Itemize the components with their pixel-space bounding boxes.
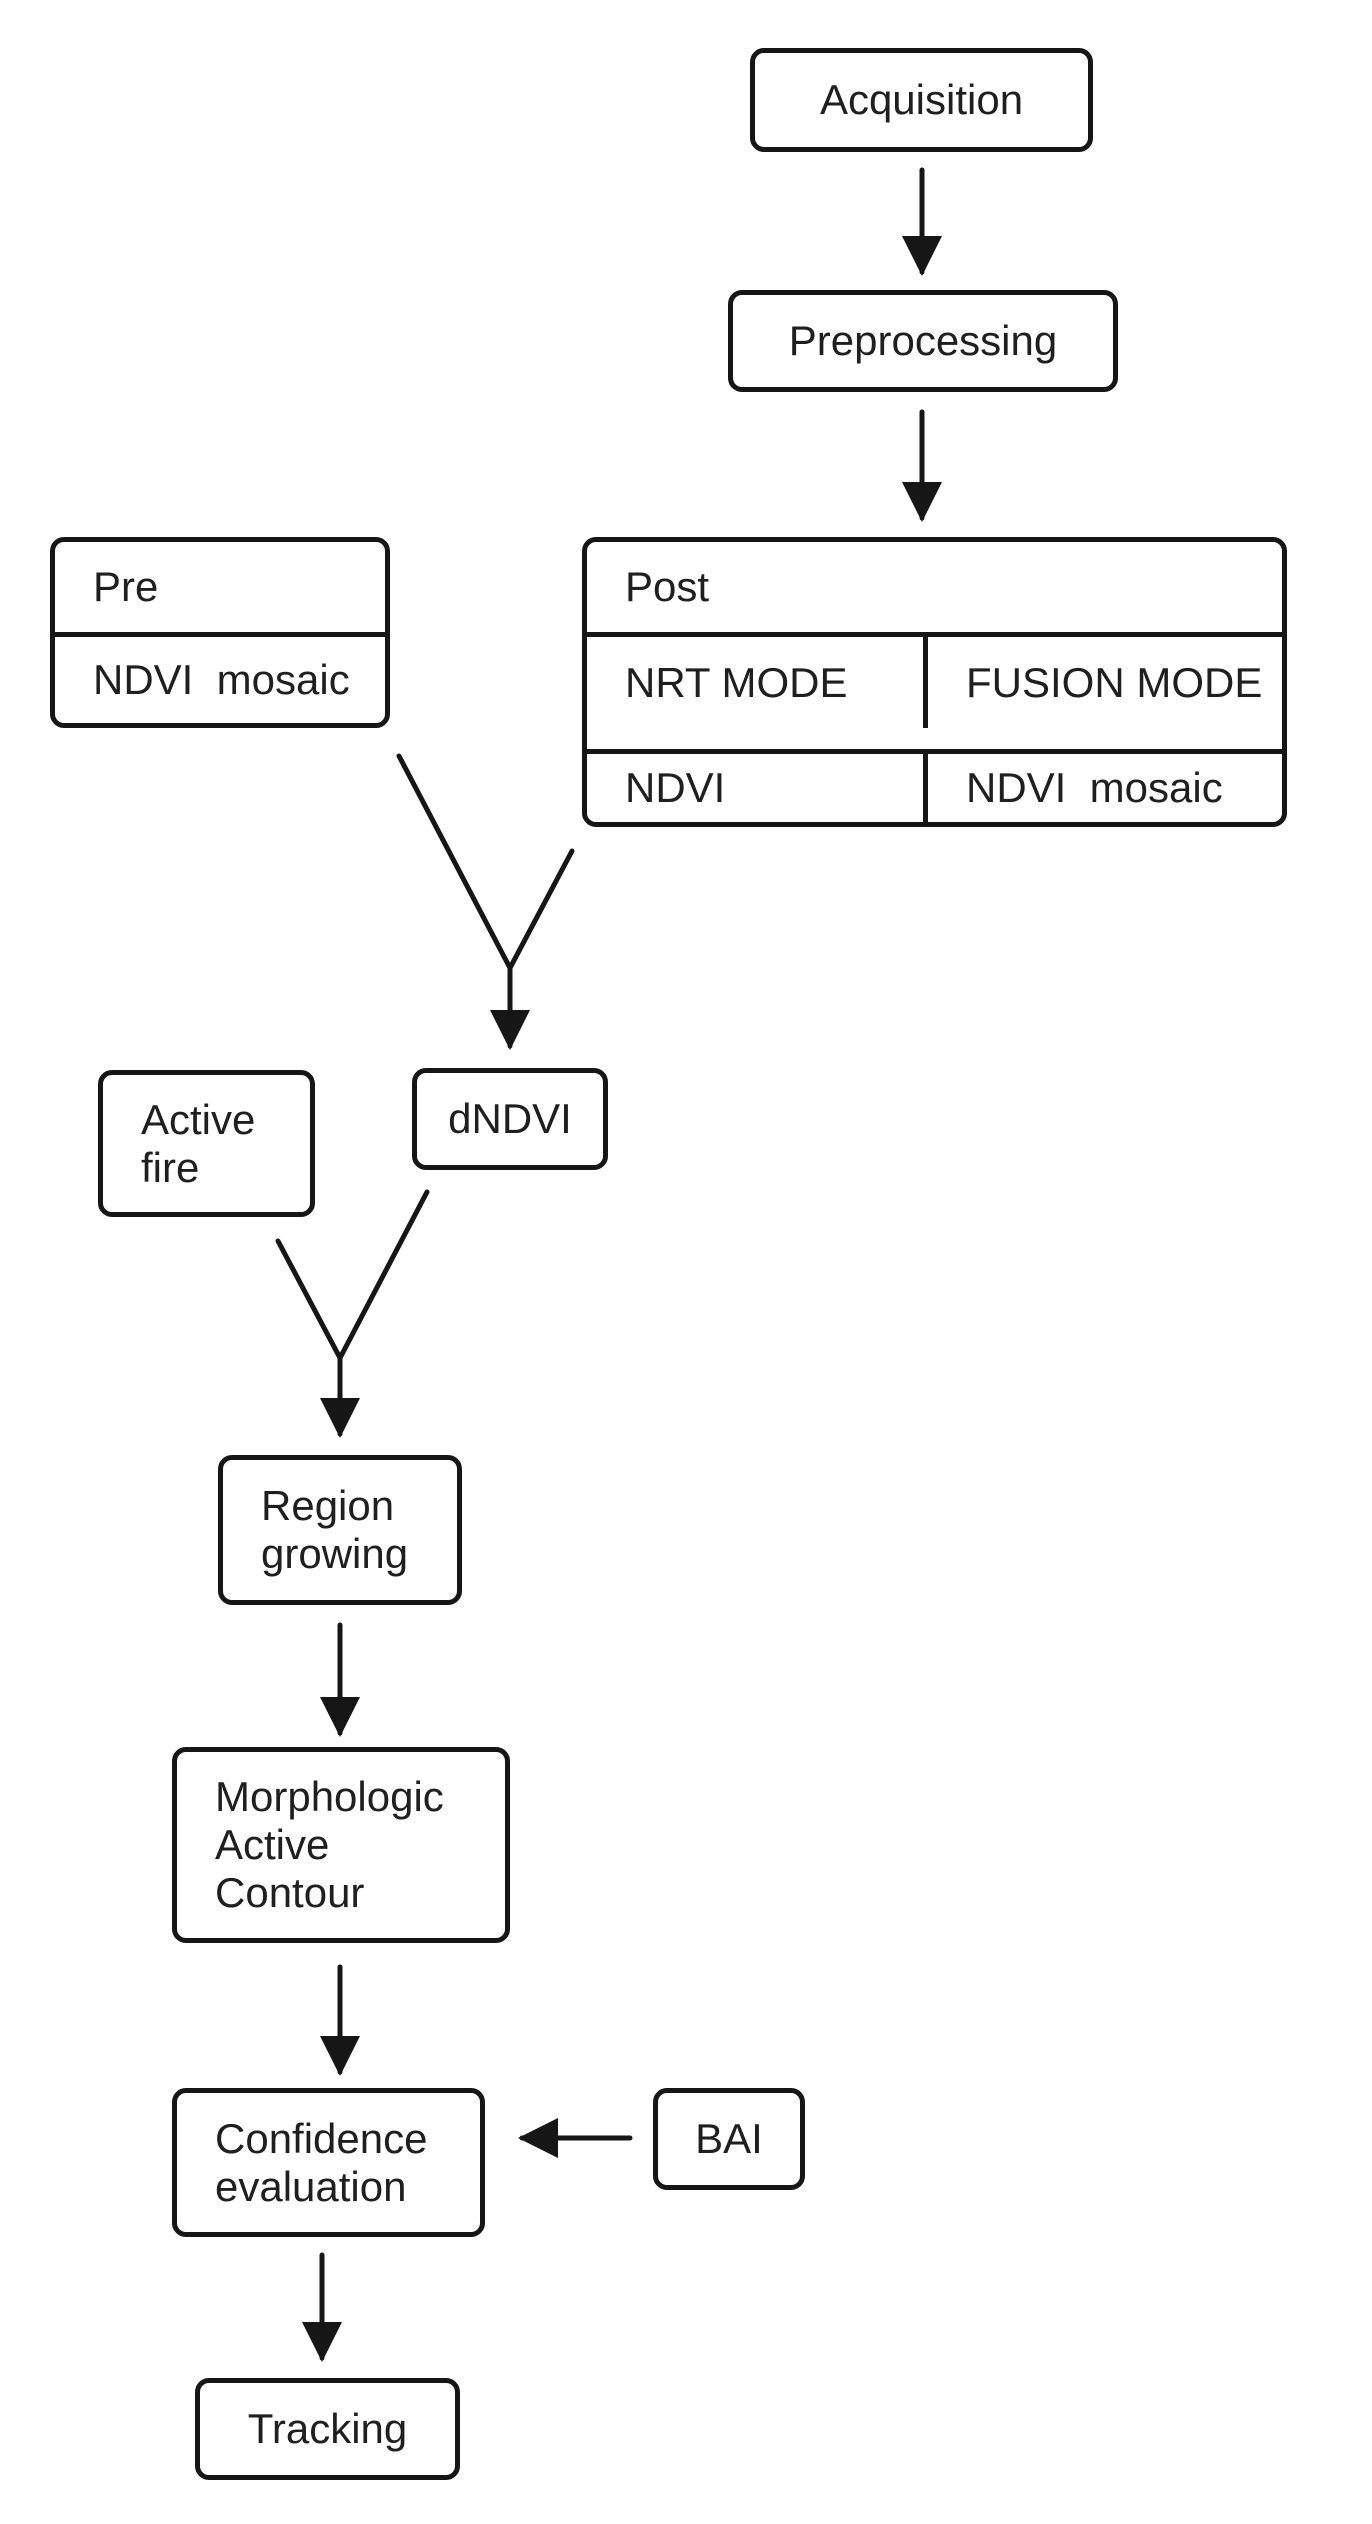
- node-confidence-line: Confidence: [215, 2114, 428, 2162]
- node-acquisition-label: Acquisition: [819, 76, 1024, 123]
- arrow-pre-to-dndvi: [396, 753, 530, 1050]
- node-region-growing-line: Region: [261, 1482, 395, 1529]
- node-tracking-label: Tracking: [247, 2405, 408, 2452]
- post-table-header: Post: [587, 542, 1282, 632]
- node-confidence-line: evaluation: [215, 2162, 407, 2210]
- node-active-fire-line: fire: [141, 1143, 200, 1191]
- node-bai: BAI: [653, 2088, 805, 2190]
- pre-table-header-label: Pre: [93, 563, 159, 610]
- post-table-cell-label: NDVI: [625, 763, 726, 811]
- node-morphologic-line: Morphologic: [215, 1773, 444, 1820]
- post-table-cell-ndvi-mosaic: NDVI mosaic: [923, 748, 1282, 822]
- post-table-cell-nrt-mode: NRT MODE: [587, 632, 923, 728]
- pre-table-cell-label: NDVI mosaic: [93, 656, 350, 703]
- node-pre-table: Pre NDVI mosaic: [50, 537, 390, 728]
- node-confidence-evaluation: Confidence evaluation: [172, 2088, 485, 2237]
- node-bai-label: BAI: [695, 2115, 763, 2162]
- node-preprocessing: Preprocessing: [728, 290, 1118, 392]
- post-table-cell-label: FUSION MODE: [966, 658, 1263, 706]
- post-table-cell-ndvi: NDVI: [587, 748, 923, 823]
- node-dndvi-label: dNDVI: [448, 1095, 572, 1142]
- node-active-fire: Active fire: [98, 1070, 315, 1217]
- pre-table-cell-ndvi-mosaic: NDVI mosaic: [55, 632, 385, 723]
- node-post-table: Post NRT MODE FUSION MODE NDVI NDVI mosa…: [582, 537, 1287, 827]
- node-preprocessing-label: Preprocessing: [788, 317, 1058, 364]
- node-morphologic-line: Active: [215, 1821, 330, 1868]
- line-dndvi-to-regiongrowing: [337, 1189, 430, 1361]
- node-acquisition: Acquisition: [750, 48, 1093, 152]
- node-region-growing: Region growing: [218, 1455, 462, 1605]
- post-table-cell-label: NRT MODE: [625, 658, 848, 706]
- pre-table-header: Pre: [55, 542, 385, 632]
- line-post-to-dndvi: [507, 848, 575, 971]
- post-table-cell-label: NDVI mosaic: [966, 763, 1223, 811]
- node-region-growing-line: growing: [261, 1530, 409, 1577]
- post-table-cell-fusion-mode: FUSION MODE: [923, 632, 1282, 728]
- arrow-activefire-to-regiongrowing: [275, 1238, 360, 1438]
- node-morphologic-line: Contour: [215, 1869, 365, 1916]
- node-dndvi: dNDVI: [412, 1068, 608, 1170]
- post-table-header-label: Post: [625, 563, 710, 610]
- node-tracking: Tracking: [195, 2378, 460, 2480]
- node-morphologic-active-contour: Morphologic Active Contour: [172, 1747, 510, 1943]
- node-active-fire-line: Active: [141, 1095, 256, 1143]
